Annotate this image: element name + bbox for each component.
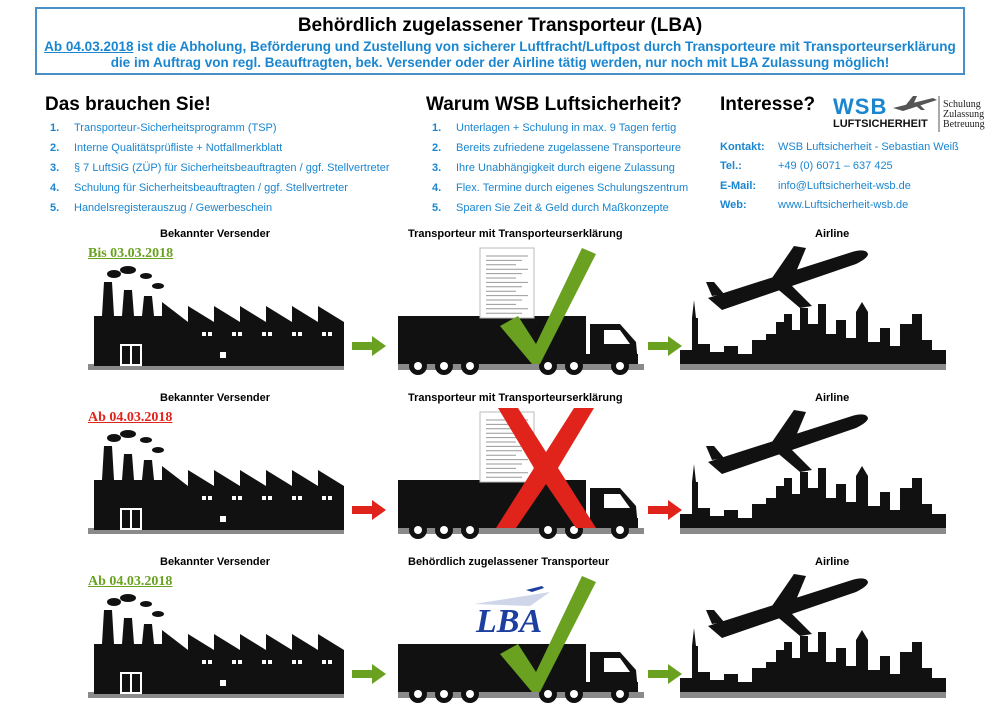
lba-logo-icon: LBA [474, 586, 550, 640]
header-notice: Ab 04.03.2018 ist die Abholung, Beförder… [37, 39, 963, 71]
row-2-right-label: Airline [815, 392, 850, 404]
row-1-arrow-right-icon [648, 336, 682, 356]
airplane-icon [706, 574, 868, 638]
header-date: Ab 04.03.2018 [44, 39, 134, 54]
skyline-icon [680, 628, 946, 692]
header-line1: ist die Abholung, Beförderung und Zustel… [133, 39, 956, 54]
factory-icon [94, 594, 344, 694]
row-3-ground-mid [398, 692, 644, 698]
airplane-icon [706, 410, 868, 474]
checkmark-icon [500, 248, 596, 364]
row-1-left-label: Bekannter Versender [160, 228, 271, 240]
document-icon [479, 411, 535, 483]
row-1-mid-label: Transporteur mit Transporteurserklärung [408, 228, 623, 240]
airplane-icon [706, 246, 868, 310]
logo-sub: LUFTSICHERHEIT [833, 118, 928, 130]
logo-main: WSB [833, 94, 888, 119]
row-3-arrow-left-icon [352, 664, 386, 684]
row-3-right-label: Airline [815, 556, 850, 568]
row-1-ground-left [88, 364, 344, 370]
document-icon [479, 247, 535, 319]
row-1-ground-mid [398, 364, 644, 370]
page-title: Behördlich zugelassener Transporteur (LB… [297, 15, 703, 36]
row-3-mid-label: Behördlich zugelassener Transporteur [408, 556, 610, 568]
factory-icon [94, 266, 344, 366]
why-title: Warum WSB Luftsicherheit? [426, 94, 682, 115]
why-item-3: 3.Ihre Unabhängigkeit durch eigene Zulas… [432, 162, 675, 174]
row-3-left-label: Bekannter Versender [160, 556, 271, 568]
row-2-mid-label: Transporteur mit Transporteurserklärung [408, 392, 623, 404]
row-2-date: Ab 04.03.2018 [88, 410, 173, 425]
factory-icon [94, 430, 344, 530]
row-3-ground-left [88, 692, 344, 698]
why-list: 1.Unterlagen + Schulung in max. 9 Tagen … [432, 118, 688, 218]
row-1-ground-right [680, 364, 946, 370]
header-box: Behördlich zugelassener Transporteur (LB… [35, 7, 965, 75]
need-item-5: 5.Handelsregisterauszug / Gewerbeschein [50, 202, 273, 214]
row-3-arrow-right-icon [648, 664, 682, 684]
plane-logo-icon [893, 96, 940, 132]
need-title: Das brauchen Sie! [45, 94, 211, 115]
why-item-1: 1.Unterlagen + Schulung in max. 9 Tagen … [432, 122, 677, 134]
cross-icon [496, 408, 596, 528]
row-2-ground-right [680, 528, 946, 534]
contact-row-tel: Tel.:+49 (0) 6071 – 637 425 [720, 160, 893, 172]
contact-row-kontakt: Kontakt:WSB Luftsicherheit - Sebastian W… [720, 141, 959, 153]
row-1-arrow-left-icon [352, 336, 386, 356]
need-item-2: 2.Interne Qualitätsprüfliste + Notfallme… [50, 142, 283, 154]
row-2-arrow-left-icon [352, 500, 386, 520]
row-2-ground-mid [398, 528, 644, 534]
lba-logo-text: LBA [475, 603, 542, 640]
row-2-ground-left [88, 528, 344, 534]
interest-title: Interesse? [720, 94, 816, 115]
why-item-4: 4.Flex. Termine durch eigenes Schulungsz… [432, 182, 689, 194]
row-1-right-label: Airline [815, 228, 850, 240]
contact-row-web[interactable]: Web:www.Luftsicherheit-wsb.de [720, 199, 909, 211]
row-1-date: Bis 03.03.2018 [88, 246, 174, 261]
need-list: 1.Transporteur-Sicherheitsprogramm (TSP)… [50, 118, 389, 218]
why-item-5: 5.Sparen Sie Zeit & Geld durch Maßkonzep… [432, 202, 669, 214]
checkmark-icon [500, 576, 596, 692]
contact-row-email[interactable]: E-Mail:info@Luftsicherheit-wsb.de [720, 180, 911, 192]
need-item-4: 4.Schulung für Sicherheitsbeauftragten /… [50, 182, 348, 194]
why-item-2: 2.Bereits zufriedene zugelassene Transpo… [432, 142, 682, 154]
need-item-3: 3.§ 7 LuftSiG (ZÜP) für Sicherheitsbeauf… [50, 162, 390, 174]
row-3-ground-right [680, 692, 946, 698]
row-3-date: Ab 04.03.2018 [88, 574, 173, 589]
skyline-icon [680, 464, 946, 528]
skyline-icon [680, 300, 946, 364]
row-2-left-label: Bekannter Versender [160, 392, 271, 404]
row-2-arrow-right-icon [648, 500, 682, 520]
header-line2: die im Auftrag von regl. Beauftragten, b… [110, 55, 890, 70]
need-item-1: 1.Transporteur-Sicherheitsprogramm (TSP) [50, 122, 277, 134]
